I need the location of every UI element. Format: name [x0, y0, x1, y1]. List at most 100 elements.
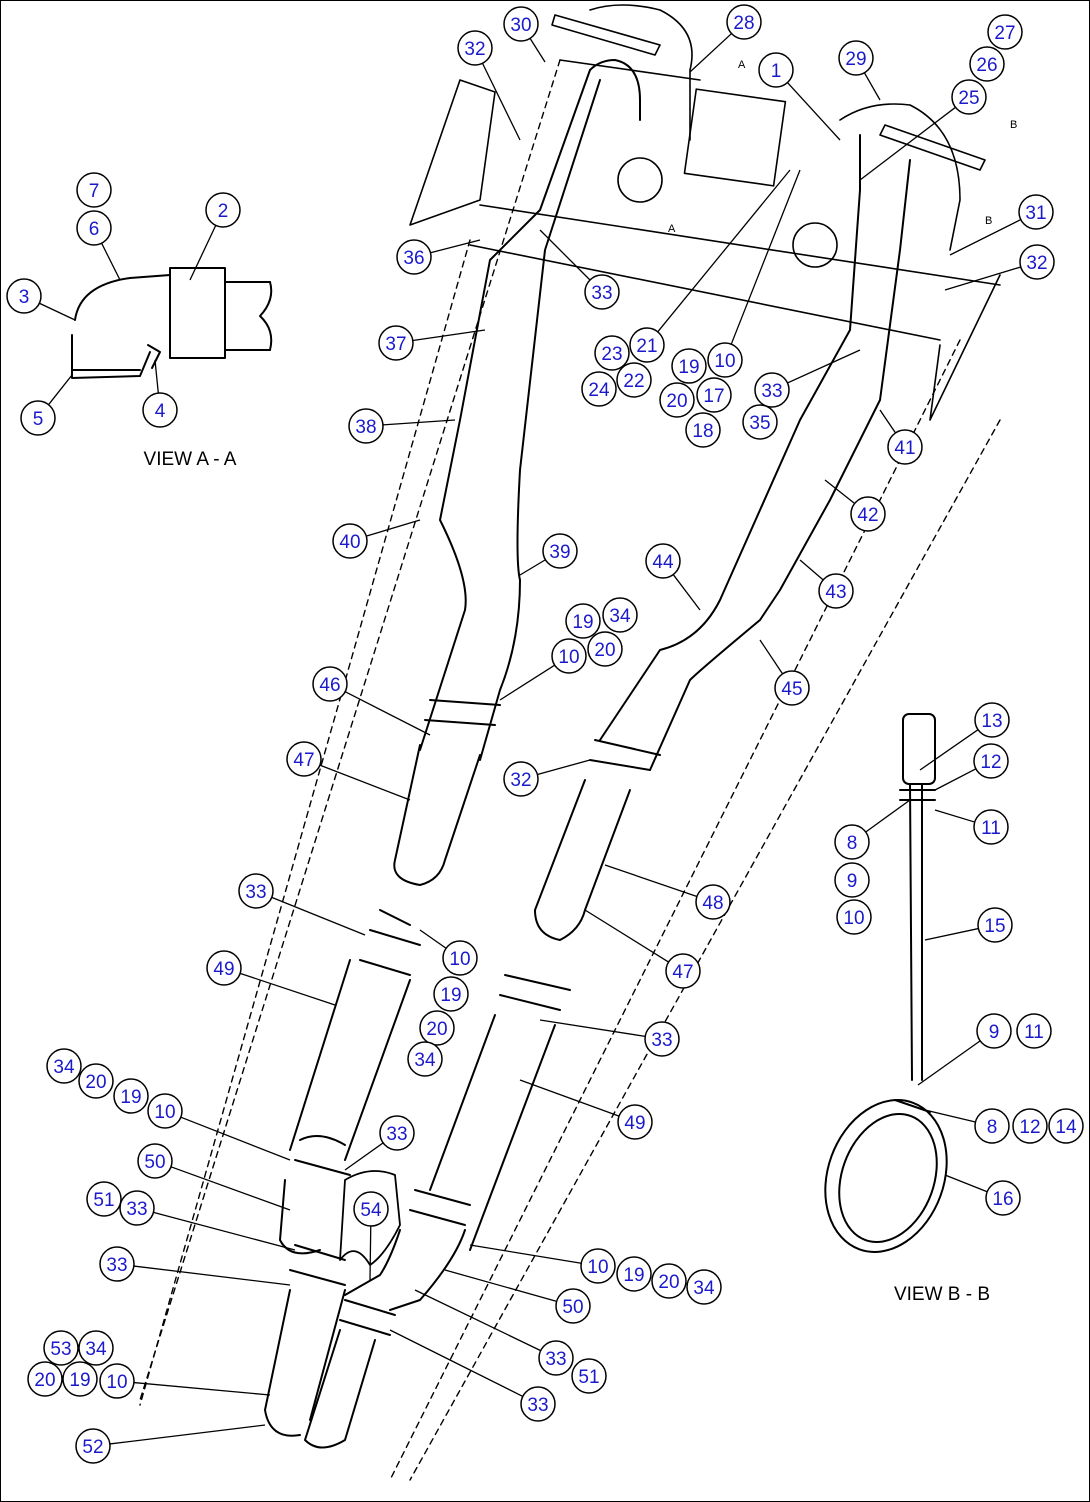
callout-circle — [6, 278, 42, 314]
callout-number: 19 — [623, 1265, 644, 1286]
callout-circle — [584, 274, 620, 310]
callout-circle — [659, 382, 695, 418]
callout-circle — [332, 523, 368, 559]
callout-circle — [442, 940, 478, 976]
view-b-label: VIEW B - B — [894, 1284, 990, 1305]
callout-10: 10 — [99, 1363, 135, 1399]
callout-number: 32 — [464, 39, 485, 60]
callout-number: 8 — [987, 1117, 998, 1138]
callout-48: 48 — [695, 884, 731, 920]
callout-23: 23 — [594, 335, 630, 371]
callout-circle — [78, 1330, 114, 1366]
callout-number: 19 — [572, 612, 593, 633]
callout-10: 10 — [707, 342, 743, 378]
callout-circle — [419, 1010, 455, 1046]
callout-number: 24 — [588, 380, 610, 401]
callout-circle — [542, 533, 578, 569]
callout-circle — [651, 1263, 687, 1299]
callout-circle — [571, 1358, 607, 1394]
callout-19: 19 — [671, 348, 707, 384]
callout-number: 14 — [1055, 1117, 1077, 1138]
callout-number: 41 — [894, 438, 915, 459]
callout-circle — [76, 172, 112, 208]
callout-9: 9 — [834, 862, 870, 898]
callout-circle — [671, 348, 707, 384]
callout-number: 20 — [34, 1370, 55, 1391]
callout-circle — [973, 809, 1009, 845]
callout-number: 10 — [154, 1102, 175, 1123]
callout-30: 30 — [503, 6, 539, 42]
callout-number: 34 — [53, 1057, 75, 1078]
callout-circle — [1048, 1108, 1084, 1144]
leader-lines — [39, 33, 1022, 1445]
leader-line — [366, 519, 421, 537]
section-marker-a-bottom: A — [668, 223, 676, 235]
callout-number: 7 — [89, 181, 100, 202]
callout-circle — [665, 953, 701, 989]
callout-18: 18 — [685, 412, 721, 448]
callout-20: 20 — [651, 1263, 687, 1299]
callout-number: 36 — [403, 248, 424, 269]
leader-line — [539, 1019, 646, 1038]
callout-6: 6 — [76, 210, 112, 246]
view-a-detail — [71, 267, 273, 379]
callout-circle — [1019, 244, 1055, 280]
callout-20: 20 — [27, 1361, 63, 1397]
callout-34: 34 — [602, 597, 638, 633]
callout-circle — [951, 79, 987, 115]
callout-number: 17 — [703, 386, 724, 407]
callout-circle — [977, 907, 1013, 943]
callout-circle — [617, 1104, 653, 1140]
callout-number: 8 — [847, 833, 858, 854]
callout-number: 20 — [666, 391, 687, 412]
leader-line — [759, 639, 784, 675]
callout-number: 20 — [658, 1272, 679, 1293]
callout-circle — [396, 239, 432, 275]
callout-circle — [113, 1078, 149, 1114]
callout-number: 15 — [984, 916, 1005, 937]
callout-number: 39 — [549, 542, 570, 563]
callout-number: 33 — [527, 1395, 548, 1416]
leader-line — [344, 691, 431, 736]
leader-line — [949, 219, 1022, 256]
leader-line — [382, 419, 456, 426]
callout-33: 33 — [119, 1190, 155, 1226]
callout-circle — [969, 46, 1005, 82]
callout-circle — [147, 1093, 183, 1129]
callout-circle — [644, 1021, 680, 1057]
callout-number: 19 — [678, 357, 699, 378]
callout-circle — [457, 30, 493, 66]
callout-14: 14 — [1048, 1108, 1084, 1144]
callout-21: 21 — [629, 327, 665, 363]
callout-39: 39 — [542, 533, 578, 569]
callout-number: 9 — [989, 1022, 1000, 1043]
callout-28: 28 — [726, 4, 762, 40]
callout-number: 32 — [510, 770, 531, 791]
callout-number: 12 — [1019, 1117, 1040, 1138]
callout-19: 19 — [433, 976, 469, 1012]
upper-mount-plate — [409, 4, 1001, 421]
callout-circle — [551, 638, 587, 674]
leader-line — [469, 1244, 582, 1264]
leader-line — [419, 929, 447, 949]
callout-number: 48 — [702, 893, 723, 914]
callout-50: 50 — [555, 1288, 591, 1324]
leader-line — [799, 559, 824, 581]
callout-circle — [503, 761, 539, 797]
leader-line — [934, 809, 975, 823]
frame-outline — [139, 59, 1001, 1481]
callout-number: 12 — [980, 752, 1001, 773]
callout-number: 16 — [992, 1189, 1013, 1210]
callout-number: 31 — [1025, 203, 1046, 224]
callout-circle — [76, 210, 112, 246]
callout-circle — [137, 1143, 173, 1179]
callout-number: 34 — [414, 1050, 436, 1071]
callout-number: 19 — [120, 1087, 141, 1108]
section-marker-b-top: B — [1010, 119, 1017, 131]
leader-line — [786, 82, 841, 141]
callout-number: 37 — [385, 334, 406, 355]
callout-number: 34 — [609, 606, 631, 627]
callout-circle — [836, 899, 872, 935]
callout-35: 35 — [742, 404, 778, 440]
leader-line — [412, 329, 486, 342]
